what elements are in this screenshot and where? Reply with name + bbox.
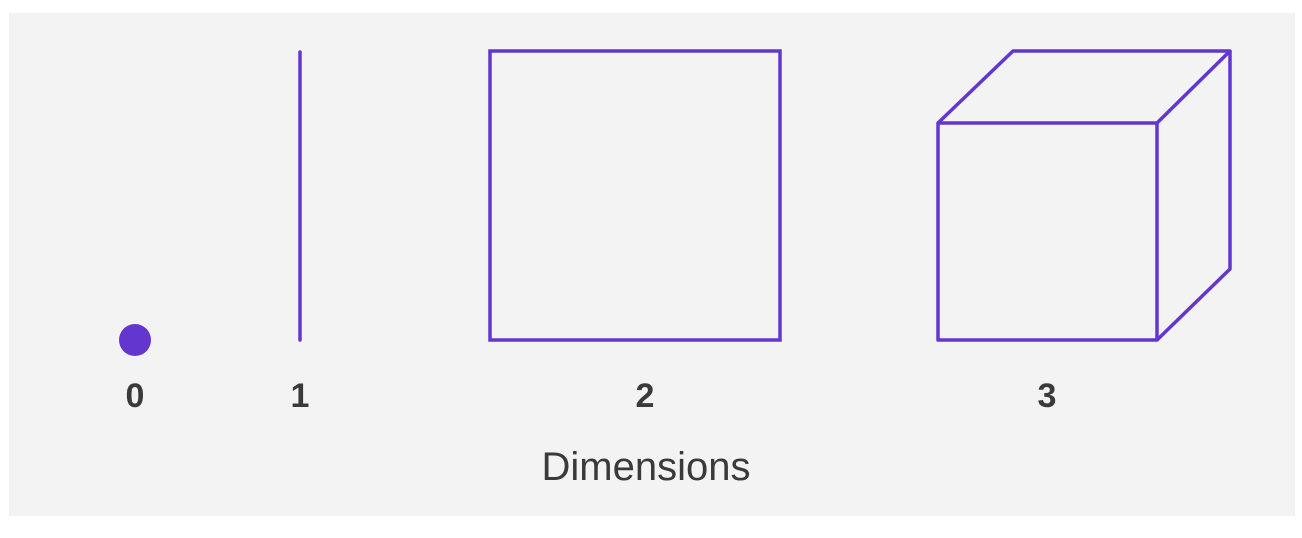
diagram-panel [9,13,1295,516]
cube-top-face [936,49,1232,125]
dimension-label-1: 1 [290,377,310,415]
point-shape [119,324,151,356]
cube-front-face [936,121,1159,342]
cube-shape [936,49,1232,342]
dimension-label-0: 0 [125,377,145,415]
diagram-caption: Dimensions [541,445,751,489]
dimension-label-2: 2 [635,377,655,415]
dimension-label-3: 3 [1037,377,1057,415]
cube-side-face [1155,51,1232,342]
square-shape [488,49,782,342]
